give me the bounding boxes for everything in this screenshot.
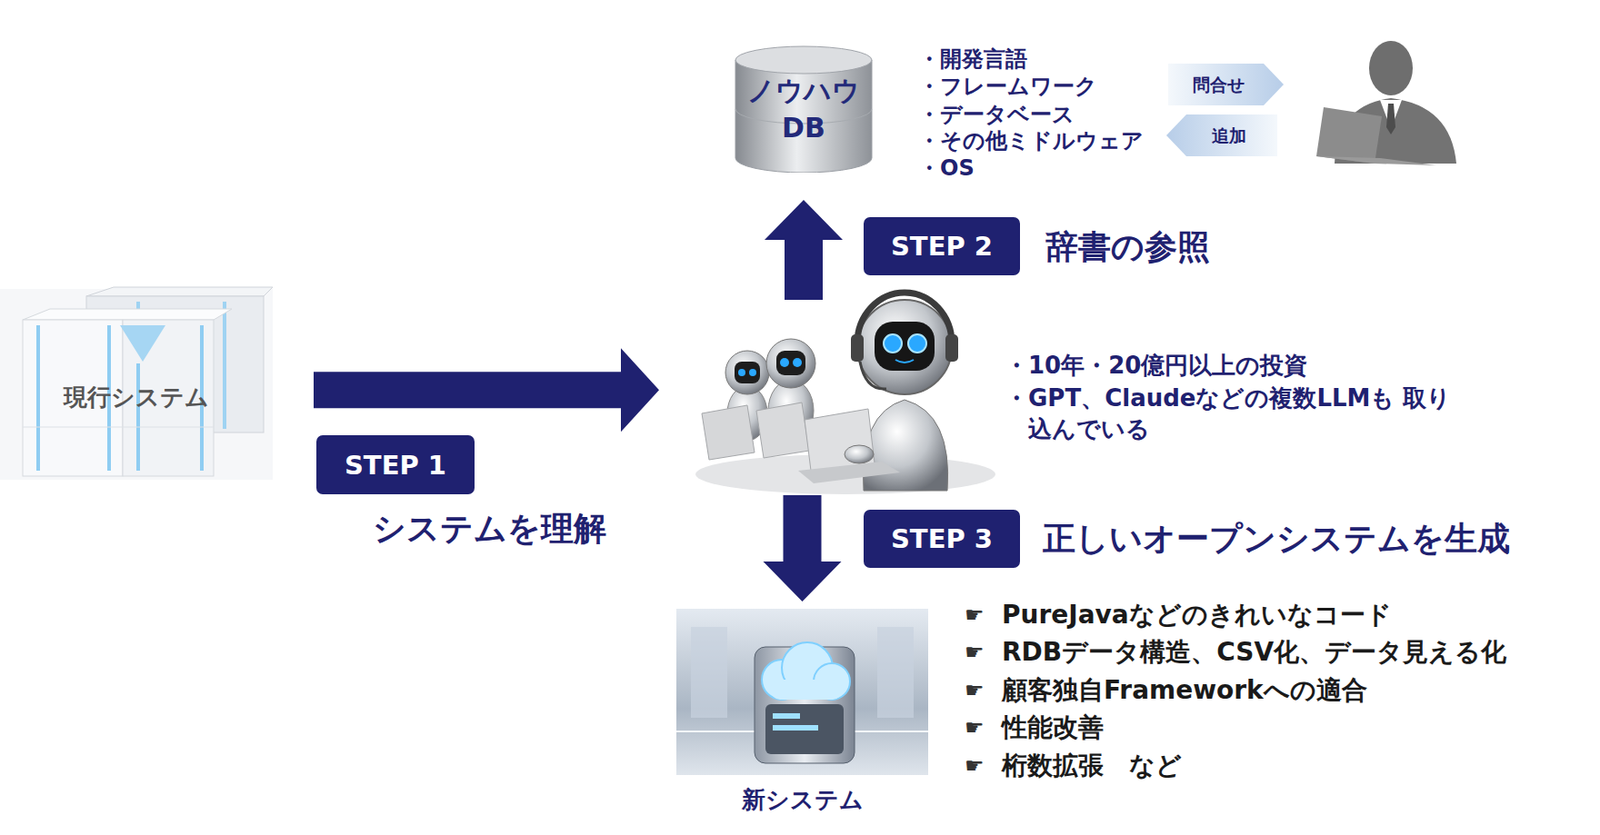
person-illustration-part	[1369, 40, 1413, 96]
server-illustration-part	[36, 325, 40, 471]
cylinder-top	[735, 46, 872, 74]
bullet-symbol: ☛	[964, 602, 985, 630]
cylinder-body	[735, 60, 872, 173]
server-illustration-part	[120, 325, 166, 362]
new-system-illustration-part	[765, 704, 844, 755]
database-cylinder: ノウハウ DB	[734, 45, 873, 173]
step-badge: STEP 3	[863, 510, 1020, 569]
server-illustration	[0, 287, 273, 480]
add-chevron: 追加	[1166, 114, 1278, 157]
new-system-illustration-part	[676, 609, 929, 776]
step-badge: STEP 1	[316, 435, 475, 495]
ai-robot-illustration-part	[850, 334, 864, 362]
ai-robot-illustration-part	[749, 369, 757, 377]
new-system-illustration-part	[772, 725, 819, 731]
new-system: 新システム	[676, 609, 929, 776]
step-caption: 辞書の参照	[1045, 227, 1210, 267]
ai-robot-illustration	[695, 292, 996, 495]
bullet-symbol: ☛	[964, 715, 985, 742]
ai-robot-illustration-part	[804, 409, 875, 471]
ai-robot-illustration-part	[857, 300, 952, 395]
ai-robot-illustration-part	[863, 400, 949, 491]
cylinder-shape	[734, 45, 873, 173]
ai-robot-illustration-part	[798, 461, 900, 484]
ai-robot-illustration-part	[908, 334, 927, 353]
ai-robot-illustration-part	[776, 350, 806, 376]
feature-item: 桁数拡張 など	[1001, 750, 1182, 782]
node-note: ・GPT、Claudeなどの複数LLMも 取り込んでいる	[1004, 382, 1456, 445]
server-illustration-part	[22, 427, 214, 429]
ai-robot-illustration-part	[756, 402, 810, 459]
server-illustration-part	[222, 301, 227, 430]
block-arrow	[764, 200, 843, 300]
person-illustration-part	[1316, 107, 1382, 164]
ai-robot-illustration-part	[844, 445, 874, 464]
ai-robot-illustration-part	[792, 358, 802, 368]
ai-robot-illustration-part	[701, 405, 755, 460]
ai-engine: ・10年・20億円以上の投資・GPT、Claudeなどの複数LLMも 取り込んで…	[693, 300, 994, 496]
new-system-illustration-part	[690, 627, 728, 719]
step-caption: 正しいオープンシステムを生成	[1042, 519, 1510, 559]
node-label: 新システム	[676, 786, 929, 815]
ai-robot-illustration-part	[738, 369, 746, 377]
ai-robot-illustration-part	[734, 361, 760, 384]
feature-item: 顧客独自Frameworkへの適合	[1001, 675, 1368, 707]
step-label: STEP 1	[316, 449, 475, 481]
feature-item: 性能改善	[1001, 712, 1104, 744]
bullet-symbol: ☛	[964, 640, 985, 667]
new-system-illustration-part	[770, 680, 842, 700]
step-badge: STEP 2	[863, 217, 1020, 276]
step-label: STEP 2	[863, 230, 1020, 263]
new-system-illustration-part	[877, 627, 914, 719]
db-item: ・開発言語	[918, 46, 1028, 73]
db-item: ・OS	[918, 155, 975, 182]
ai-robot-illustration-part	[766, 339, 816, 389]
person-illustration	[1316, 40, 1457, 166]
chevron-label: 追加	[1173, 125, 1285, 147]
new-system-illustration	[676, 609, 929, 776]
db-item: ・フレームワーク	[918, 73, 1098, 100]
bullet-symbol: ☛	[964, 753, 985, 780]
person-illustration-part	[1316, 156, 1437, 166]
step-label: STEP 3	[863, 523, 1020, 556]
ai-robot-illustration-part	[780, 358, 790, 368]
server-illustration-part	[136, 363, 140, 471]
server-illustration-part	[0, 289, 273, 480]
query-chevron: 問合せ	[1168, 63, 1284, 106]
block-arrow	[763, 495, 842, 602]
server-illustration-part	[22, 309, 232, 320]
node-label: ・10年・20億円以上の投資	[1004, 350, 1308, 381]
step-caption: システムを理解	[372, 509, 607, 549]
current-system: 現行システム	[0, 285, 273, 480]
ai-robot-illustration-part	[874, 321, 935, 371]
block-arrow	[313, 348, 660, 432]
ai-robot-illustration-part	[895, 360, 914, 363]
new-system-illustration-part	[772, 713, 800, 720]
db-item: ・データベース	[918, 101, 1075, 129]
feature-item: PureJavaなどのきれいなコード	[1001, 600, 1392, 631]
chevron-label: 問合せ	[1160, 74, 1277, 96]
db-item: ・その他ミドルウェア	[918, 128, 1144, 155]
server-illustration-part	[86, 287, 273, 297]
node-title: ノウハウ DB	[734, 72, 873, 147]
feature-item: RDBデータ構造、CSV化、データ見える化	[1001, 637, 1507, 669]
node-label: 現行システム	[0, 383, 273, 412]
bullet-symbol: ☛	[964, 678, 985, 705]
person-illustration-part	[1386, 103, 1396, 135]
ai-robot-illustration-part	[945, 334, 959, 362]
ai-robot-illustration-part	[883, 334, 902, 353]
ai-robot-illustration-part	[725, 350, 770, 395]
